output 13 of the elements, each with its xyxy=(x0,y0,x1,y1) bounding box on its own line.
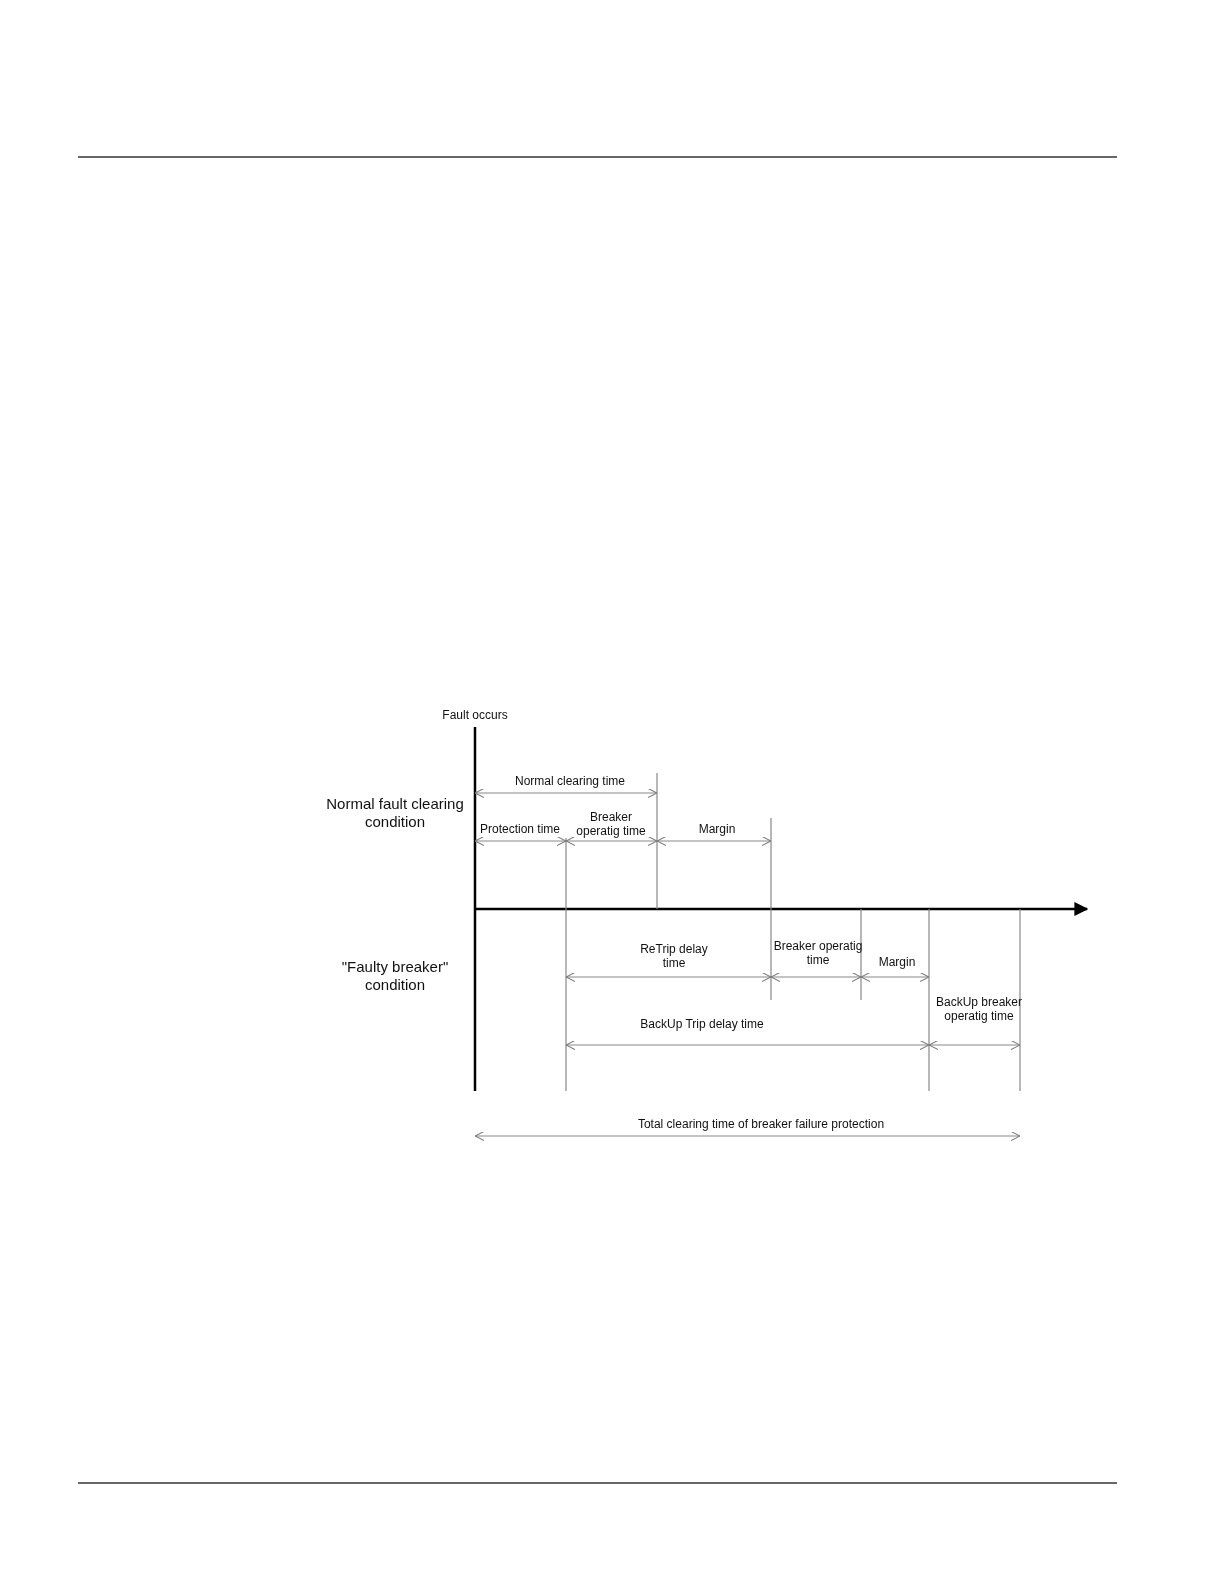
dimension-label: ReTrip delay time xyxy=(639,941,709,971)
row-label: "Faulty breaker" condition xyxy=(340,958,450,994)
row-label: Normal fault clearing condition xyxy=(325,795,465,831)
axis-label: Fault occurs xyxy=(441,707,509,723)
dimension-label: Normal clearing time xyxy=(513,773,626,789)
dimension-label: Margin xyxy=(877,954,917,970)
dimension-label: BackUp Trip delay time xyxy=(639,1016,765,1032)
dimension-label: Protection time xyxy=(478,821,561,837)
dimension-label: BackUp breaker operatig time xyxy=(934,994,1023,1024)
dimension-label: Breaker operatig time xyxy=(773,938,863,968)
dimension-label: Breaker operatig time xyxy=(575,809,647,839)
dimension-label: Margin xyxy=(697,821,737,837)
dimension-label: Total clearing time of breaker failure protection xyxy=(636,1116,886,1132)
